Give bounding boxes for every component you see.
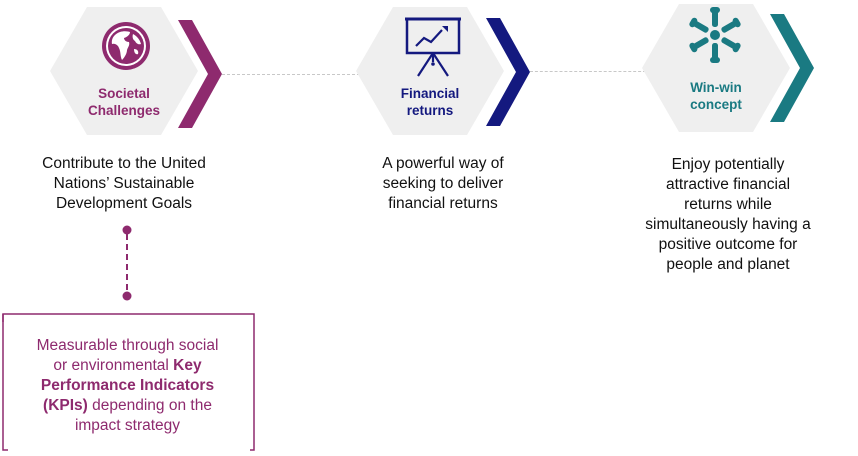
kpi-line: or environmental Key [4,356,251,376]
win-win-label: Win-win concept [642,79,790,113]
kpi-description: Measurable through social or environment… [4,336,251,436]
description-line: seeking to deliver [382,175,504,192]
description-line: positive outcome for [658,236,798,253]
kpi-bold-span: Performance Indicators [40,377,215,394]
kpi-connector [122,225,132,301]
kpi-line: Performance Indicators [4,376,251,396]
description-line: attractive financial [665,176,791,193]
chart-presentation-icon [405,17,461,77]
connector-line-1 [222,74,360,75]
description-line: people and planet [666,256,790,273]
label-line: Societal [98,86,150,101]
description-line: Contribute to the United [42,155,206,172]
label-line: concept [690,97,742,112]
kpi-text-span: depending on the [87,397,212,414]
financial-returns-label: Financial returns [356,85,504,119]
chevron-right-icon [486,18,530,126]
description-line: Development Goals [55,195,193,212]
kpi-text-span: or environmental [53,357,174,374]
chevron-right-icon [770,14,814,122]
connector-line-2 [530,71,646,72]
label-line: Challenges [87,103,161,118]
kpi-line: impact strategy [74,417,181,434]
kpi-line: Measurable through social [36,337,219,354]
label-line: returns [406,103,454,118]
kpi-bold-span: Key [173,357,202,374]
societal-challenges-description: Contribute to the United Nations’ Sustai… [6,154,242,214]
kpi-box-frame [2,313,255,451]
financial-returns-description: A powerful way of seeking to deliver fin… [330,154,556,214]
description-line: Enjoy potentially [671,156,785,173]
description-line: A powerful way of [382,155,504,172]
societal-challenges-label: Societal Challenges [50,85,198,119]
label-line: Win-win [690,80,742,95]
description-line: Nations’ Sustainable [53,175,195,192]
kpi-line: (KPIs) depending on the [4,396,251,416]
label-line: Financial [400,86,460,101]
description-line: financial returns [388,195,498,212]
description-line: simultaneously having a [645,216,811,233]
kpi-bold-span: (KPIs) [43,397,88,414]
globe-icon [102,22,150,70]
win-win-description: Enjoy potentially attractive financial r… [610,155,846,275]
chevron-right-icon [178,20,222,128]
description-line: returns while [684,196,772,213]
joined-hands-icon [689,7,741,63]
